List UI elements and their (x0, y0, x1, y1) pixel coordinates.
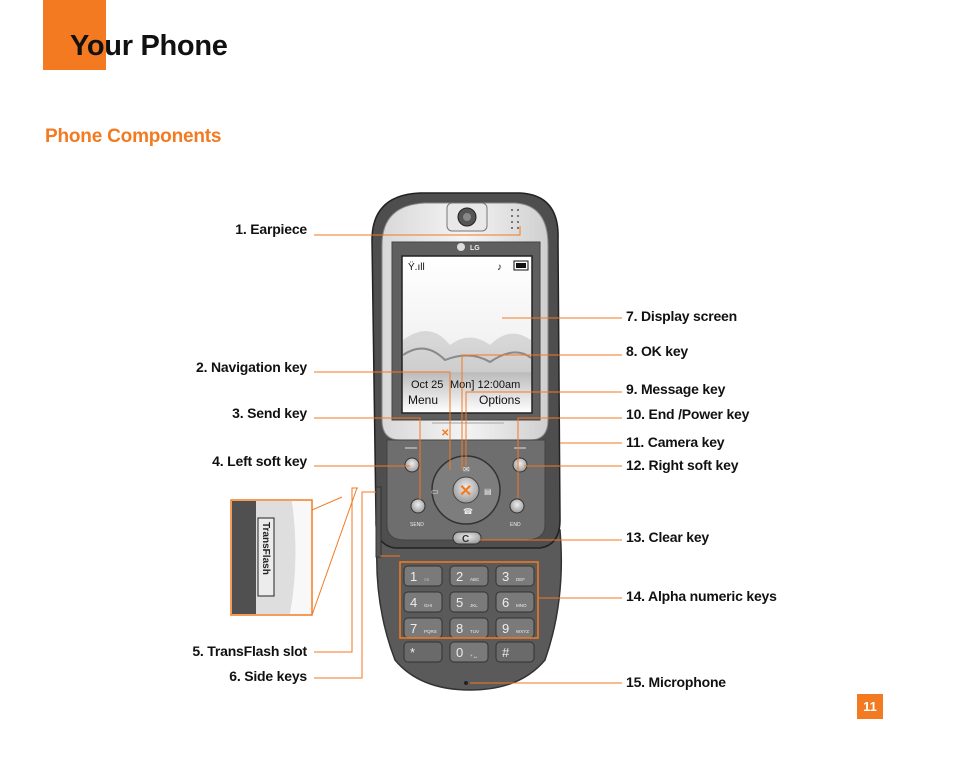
callout-side-keys: 6. Side keys (229, 668, 307, 684)
callout-right-soft-key: 12. Right soft key (626, 457, 739, 473)
svg-text:✉: ✉ (463, 465, 470, 474)
keypad-key-letters-7: TUV (470, 629, 479, 634)
keypad-key-number-5: 6 (502, 595, 509, 610)
callout-earpiece: 1. Earpiece (235, 221, 307, 237)
screen-softkey-options: Options (479, 393, 520, 407)
screen-time: Mon] 12:00am (450, 379, 520, 391)
keypad-key-letters-8: WXYZ (516, 629, 529, 634)
send-key (410, 498, 426, 514)
svg-text:END: END (510, 522, 521, 528)
callout-end-power-key: 10. End /Power key (626, 406, 750, 422)
keypad-key-number-8: 9 (502, 621, 509, 636)
svg-text:✕: ✕ (441, 428, 449, 439)
microphone-hole (464, 681, 468, 685)
ok-key (452, 476, 480, 504)
keypad-key-number-9: * (410, 645, 415, 660)
keypad-key-letters-5: MNO (516, 603, 527, 608)
svg-text:♪: ♪ (497, 262, 502, 273)
keypad-key-3 (403, 591, 443, 613)
page-title: Your Phone (70, 30, 228, 62)
clear-key (452, 531, 482, 545)
callout-left-soft-key: 4. Left soft key (212, 453, 307, 469)
svg-text:▭: ▭ (431, 487, 439, 496)
svg-text:C: C (462, 534, 469, 545)
svg-text:Ÿ.ıll: Ÿ.ıll (408, 261, 425, 273)
section-title: Phone Components (45, 126, 222, 147)
transflash-inset: TransFlash (230, 487, 358, 616)
end-key (509, 498, 525, 514)
svg-text:✕: ✕ (459, 483, 472, 500)
keypad-key-number-0: 1 (410, 569, 417, 584)
keypad-key-5 (495, 591, 535, 613)
page-number: 11 (857, 694, 883, 719)
svg-text:▤: ▤ (484, 487, 492, 496)
callout-clear-key: 13. Clear key (626, 529, 710, 545)
keypad-key-number-3: 4 (410, 595, 417, 610)
svg-text:SEND: SEND (410, 522, 424, 528)
keypad-key-number-10: 0 (456, 645, 463, 660)
keypad-key-letters-0: ○○ (424, 577, 430, 582)
side-keys-shape (375, 486, 382, 558)
keypad-key-9 (403, 641, 443, 663)
header-accent-block (43, 0, 106, 70)
keypad-key-letters-2: DEF (516, 577, 525, 582)
keypad-key-letters-3: GHI (424, 603, 432, 608)
keypad-key-2 (495, 565, 535, 587)
callout-display-screen: 7. Display screen (626, 308, 737, 324)
keypad-key-number-7: 8 (456, 621, 463, 636)
keypad-key-number-2: 3 (502, 569, 509, 584)
callout-message-key: 9. Message key (626, 381, 726, 397)
keypad-key-letters-4: JKL (470, 603, 478, 608)
callout-ok-key: 8. OK key (626, 343, 689, 359)
svg-text:☎: ☎ (463, 507, 473, 516)
earpiece-grille (511, 209, 519, 229)
keypad-key-11 (495, 641, 535, 663)
keypad-key-number-6: 7 (410, 621, 417, 636)
callout-send-key: 3. Send key (232, 405, 307, 421)
keypad-key-0 (403, 565, 443, 587)
callout-transflash-slot: 5. TransFlash slot (192, 643, 307, 659)
keypad-key-number-1: 2 (456, 569, 463, 584)
callout-microphone: 15. Microphone (626, 674, 726, 690)
screen-date: Oct 25 (411, 379, 443, 391)
callout-camera-key: 11. Camera key (626, 434, 725, 450)
keypad-key-number-11: # (502, 645, 510, 660)
carrier-logo: cingular (452, 428, 484, 438)
leader-lines (314, 226, 622, 684)
keypad-key-letters-1: ABC (470, 577, 480, 582)
keypad-key-4 (449, 591, 489, 613)
screen-softkey-menu: Menu (408, 393, 438, 407)
callout-navigation-key: 2. Navigation key (196, 359, 307, 375)
right-soft-key (512, 457, 528, 473)
brand-logo: LG (470, 245, 480, 252)
keypad-key-letters-10: + ␣ (470, 653, 477, 659)
left-soft-key (404, 457, 420, 473)
keypad-key-10 (449, 641, 489, 663)
transflash-label: TransFlash (260, 522, 271, 575)
keypad-key-number-4: 5 (456, 595, 463, 610)
keypad-key-letters-6: PQRS (424, 629, 437, 634)
callout-alpha-numeric-keys: 14. Alpha numeric keys (626, 588, 777, 604)
keypad-key-1 (449, 565, 489, 587)
